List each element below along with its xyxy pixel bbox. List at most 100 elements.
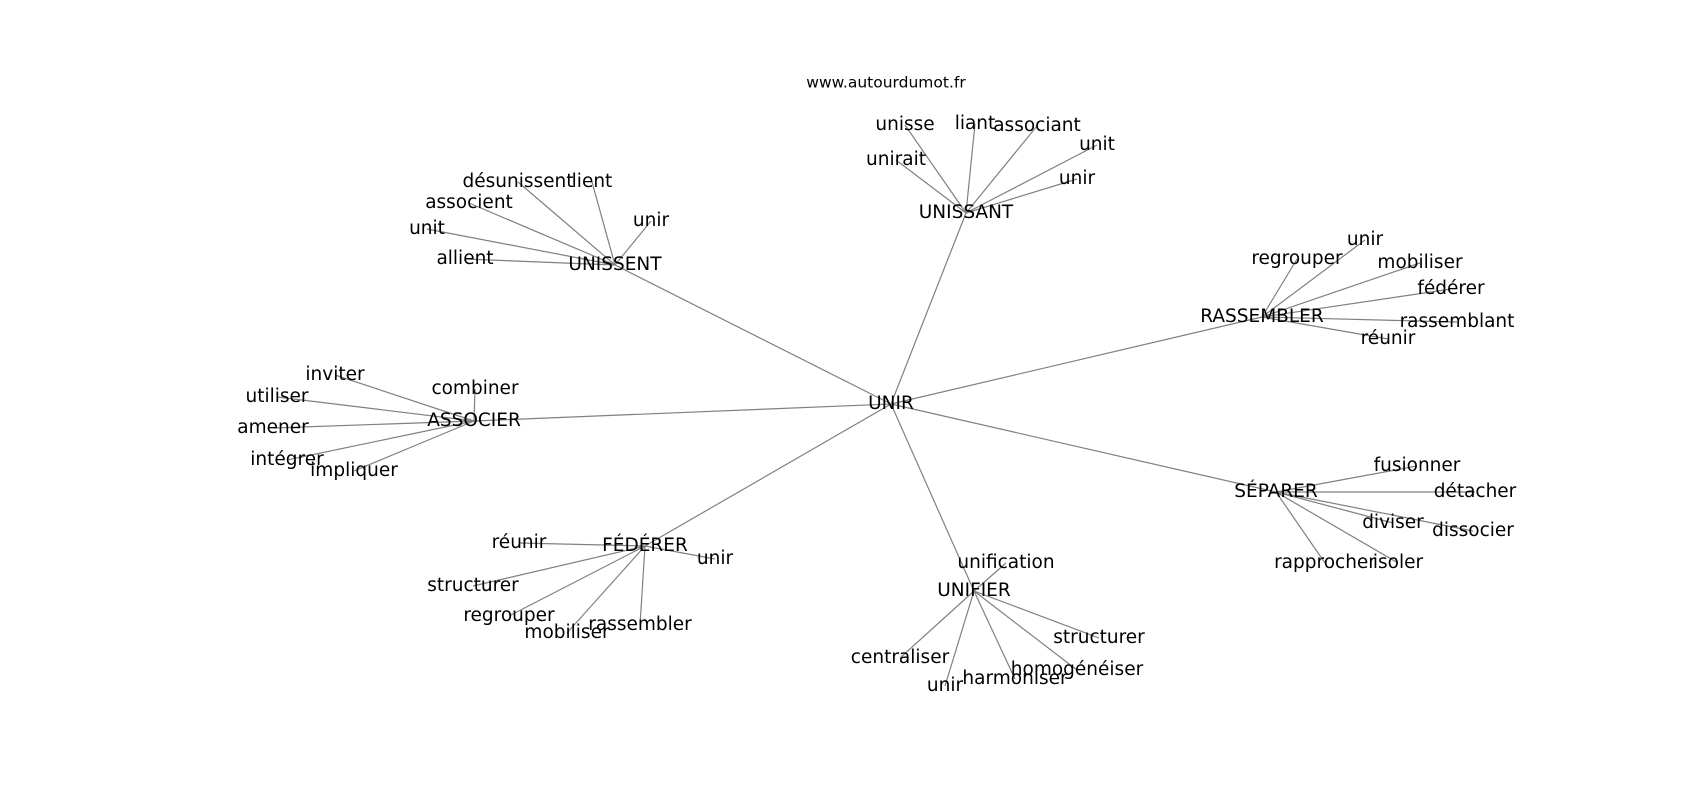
edge-hub-to-leaf [334,374,475,422]
center-node: UNIR [868,393,914,414]
edge-hub-to-leaf [904,124,967,214]
leaf-node: unir [633,210,670,231]
edge-hub-to-leaf [965,178,1078,214]
edge-hub-to-leaf [566,545,646,634]
edge-hub-to-leaf [353,420,475,472]
edge-hub-to-leaf [965,123,976,214]
edge-center-to-hub [473,403,892,422]
edge-hub-to-leaf [1275,491,1326,564]
source-watermark: www.autourdumot.fr [806,74,966,92]
edge-center-to-hub [890,403,1277,493]
leaf-node: liant [955,113,996,134]
leaf-node: unit [1079,134,1115,155]
edge-hub-to-leaf [426,228,616,266]
edge-hub-to-leaf [272,420,475,429]
hub-node: FÉDÉRER [602,534,688,556]
hub-node: UNIFIER [937,580,1011,601]
leaf-node: allient [436,248,493,269]
leaf-node: fusionner [1374,455,1461,476]
edge-hub-to-leaf [644,545,716,560]
leaf-node: isoler [1373,552,1424,573]
leaf-node: unir [697,548,734,569]
edge-center-to-hub [644,403,892,547]
edge-hub-to-leaf [973,590,1100,639]
edge-hub-to-leaf [1261,262,1421,318]
leaf-node: fédérer [1417,278,1485,299]
leaf-node: réunir [1361,328,1416,349]
edge-hub-to-leaf [468,202,616,266]
leaf-node: détacher [1434,481,1517,502]
leaf-node: unisse [875,114,934,135]
leaf-node: mobiliser [1377,252,1463,273]
leaf-node: utiliser [245,386,308,407]
edge-hub-to-leaf [517,181,616,266]
edge-hub-to-leaf [473,388,476,422]
leaf-node: unir [927,675,964,696]
leaf-node: associant [993,115,1081,136]
leaf-node: harmoniser [962,668,1068,689]
leaf-node: regrouper [1251,248,1343,269]
edge-hub-to-leaf [472,545,646,587]
leaf-node: lient [572,171,613,192]
edge-hub-to-leaf [286,420,475,461]
hub-node: SÉPARER [1234,480,1318,502]
edges-layer [272,123,1475,687]
leaf-node: mobiliser [524,622,610,643]
leaf-node: réunir [492,532,547,553]
edge-center-to-hub [890,403,975,592]
edge-hub-to-leaf [899,590,975,659]
leaf-node: inviter [305,364,365,385]
edge-hub-to-leaf [1261,316,1458,323]
edge-hub-to-leaf [973,562,1007,592]
edge-hub-to-leaf [1261,258,1298,318]
edge-hub-to-leaf [518,542,646,547]
leaf-node: homogénéiser [1011,659,1144,680]
edge-hub-to-leaf [895,159,967,214]
hub-node: RASSEMBLER [1200,306,1324,327]
leaf-node: structurer [427,575,519,596]
edge-hub-to-leaf [944,590,975,687]
leaf-node: amener [237,417,309,438]
edge-center-to-hub [890,212,967,405]
edge-hub-to-leaf [1275,491,1399,564]
leaf-node: rapprocher [1274,552,1376,573]
leaf-node: unirait [866,149,926,170]
edge-hub-to-leaf [614,220,652,266]
edge-hub-to-leaf [1275,465,1418,493]
edge-hub-to-leaf [1275,491,1474,532]
leaf-node: désunissent [463,171,574,192]
edge-hub-to-leaf [639,545,646,626]
edge-hub-to-leaf [508,545,646,617]
leaf-node: diviser [1362,512,1424,533]
hub-node: UNISSENT [568,254,662,275]
leaf-node: intégrer [250,449,324,470]
leaf-node: centraliser [851,647,950,668]
leaf-node: combiner [431,378,519,399]
edge-hub-to-leaf [973,590,1016,680]
leaf-node: unit [409,218,445,239]
edge-hub-to-leaf [965,125,1038,214]
edge-hub-to-leaf [1261,316,1389,340]
leaf-node: regrouper [463,605,555,626]
hub-node: ASSOCIER [427,410,521,431]
hub-node: UNISSANT [919,202,1014,223]
edge-hub-to-leaf [1261,288,1452,318]
leaf-node: impliquer [310,460,398,481]
edge-hub-to-leaf [591,181,616,266]
edge-hub-to-leaf [973,590,1078,671]
leaf-node: rassembler [588,614,692,635]
edge-hub-to-leaf [965,144,1098,214]
edge-hub-to-leaf [276,396,475,422]
leaf-node: unir [1059,168,1096,189]
leaf-node: associent [425,192,513,213]
leaf-node: dissocier [1432,520,1514,541]
edge-center-to-hub [890,316,1263,405]
leaf-node: unification [957,552,1054,573]
leaf-node: structurer [1053,627,1145,648]
edge-hub-to-leaf [464,258,616,266]
edge-center-to-hub [614,264,892,405]
leaf-node: rassemblant [1400,311,1515,332]
edge-hub-to-leaf [1275,491,1394,524]
leaf-node: unir [1347,229,1384,250]
